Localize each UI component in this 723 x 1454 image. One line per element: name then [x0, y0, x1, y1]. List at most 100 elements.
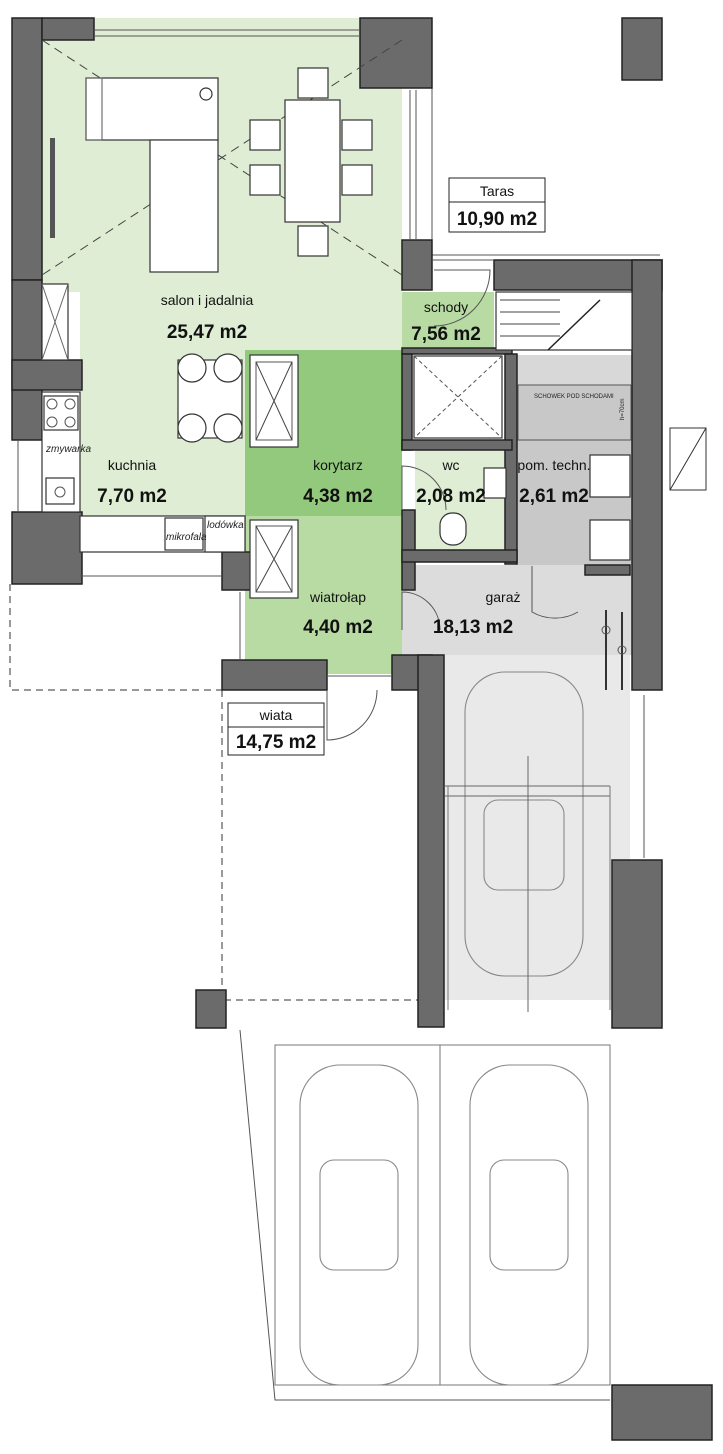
- stair-flight: [495, 291, 633, 351]
- wall: [221, 659, 328, 691]
- bike-wheel: [601, 625, 611, 635]
- burner: [46, 398, 58, 410]
- wiata-label-box: [227, 702, 325, 756]
- wall: [584, 564, 631, 576]
- wall: [611, 859, 663, 1029]
- kuchnia-name: kuchnia: [108, 457, 156, 473]
- parking-cars: [299, 1064, 589, 1386]
- wall: [401, 439, 513, 451]
- wall: [401, 353, 413, 451]
- door-swing: [531, 566, 579, 619]
- chair: [341, 164, 373, 196]
- schody-name: schody: [424, 299, 468, 315]
- wall: [621, 17, 663, 81]
- wiatrolap-area: 4,40 m2: [303, 617, 373, 638]
- kitchen-furniture: [41, 283, 299, 599]
- room-labels: salon i jadalnia 25,47 m2 schody 7,56 m2…: [97, 183, 590, 753]
- tv: [50, 138, 55, 238]
- stair-cross: [413, 355, 503, 439]
- salon-fill: [40, 18, 402, 292]
- chair: [297, 225, 329, 257]
- door-swing: [326, 689, 378, 741]
- sofa-back: [85, 77, 103, 141]
- wall: [401, 347, 513, 355]
- stair-cross: [413, 355, 503, 439]
- salon-area: 25,47 m2: [167, 322, 247, 343]
- car-body: [299, 1064, 419, 1386]
- wiata-area: 14,75 m2: [236, 732, 316, 753]
- pom-techn-area: 2,61 m2: [519, 486, 589, 507]
- wall: [11, 17, 43, 281]
- wall: [195, 989, 227, 1029]
- wall: [221, 551, 253, 591]
- wc-area: 2,08 m2: [416, 486, 486, 507]
- stool: [177, 353, 207, 383]
- schody-area: 7,56 m2: [411, 324, 481, 345]
- sink-drain: [54, 486, 66, 498]
- kuchnia-area: 7,70 m2: [97, 486, 167, 507]
- car-body: [469, 1064, 589, 1386]
- garaz-area: 18,13 m2: [433, 617, 513, 638]
- chair: [297, 67, 329, 99]
- garage-fill: [430, 655, 630, 1000]
- wardrobe-inner: [255, 361, 293, 441]
- car-roof: [483, 799, 565, 891]
- schody-fill: [402, 292, 494, 350]
- wall: [11, 511, 83, 585]
- taras-area: 10,90 m2: [457, 209, 537, 230]
- wall: [401, 549, 518, 563]
- taras-label-box: [448, 177, 546, 233]
- sink: [45, 477, 75, 505]
- chair: [249, 164, 281, 196]
- door-swing: [401, 591, 441, 631]
- burner: [64, 398, 76, 410]
- car-body: [464, 671, 584, 977]
- wall: [631, 259, 663, 691]
- wall: [504, 353, 518, 565]
- door-swing: [433, 269, 491, 327]
- taras-name: Taras: [480, 183, 514, 199]
- hob: [43, 395, 79, 431]
- car-roof: [489, 1159, 569, 1271]
- sofa: [85, 77, 219, 141]
- microwave: [164, 517, 204, 551]
- pom-techn-name: pom. techn.: [517, 457, 590, 473]
- storage-note: SCHOWEK POD SCHODAMI: [534, 394, 614, 400]
- microwave-label: mikrofala: [166, 532, 207, 543]
- wc-toilet: [439, 512, 467, 546]
- garage-upper-fill: [402, 565, 637, 655]
- under-stairs-storage: [517, 384, 632, 441]
- fridge: [204, 515, 246, 553]
- wall: [401, 239, 433, 291]
- garage-car: [445, 671, 611, 1012]
- windows: [17, 29, 645, 858]
- korytarz-name: korytarz: [313, 457, 363, 473]
- stair-landing: [413, 355, 503, 439]
- doors: [326, 269, 579, 741]
- wardrobe-inner: [255, 525, 293, 593]
- left-terrace-outline: [9, 584, 222, 691]
- dining-table: [284, 99, 341, 223]
- chair: [341, 119, 373, 151]
- bicycle: [601, 610, 627, 690]
- wardrobe-cross: [255, 361, 293, 441]
- stairs: [413, 291, 633, 561]
- dishwasher-label: zmywarka: [45, 444, 91, 455]
- fridge-label: lodówka: [207, 520, 244, 531]
- wiata-name: wiata: [259, 707, 293, 723]
- salon-lower-fill: [80, 292, 402, 350]
- stool: [213, 353, 243, 383]
- wiatrolap-name: wiatrołap: [309, 589, 366, 605]
- korytarz-area: 4,38 m2: [303, 486, 373, 507]
- stool: [177, 413, 207, 443]
- bike-wheel: [617, 645, 627, 655]
- stair-arrow: [547, 299, 601, 351]
- wall: [611, 1384, 713, 1441]
- height-note: h=70cm: [620, 398, 626, 420]
- section-marker-line: [669, 427, 707, 491]
- door-swing: [401, 465, 447, 511]
- parking-outline: [274, 1044, 611, 1386]
- wall: [11, 359, 83, 391]
- stool: [213, 413, 243, 443]
- boiler: [589, 519, 631, 561]
